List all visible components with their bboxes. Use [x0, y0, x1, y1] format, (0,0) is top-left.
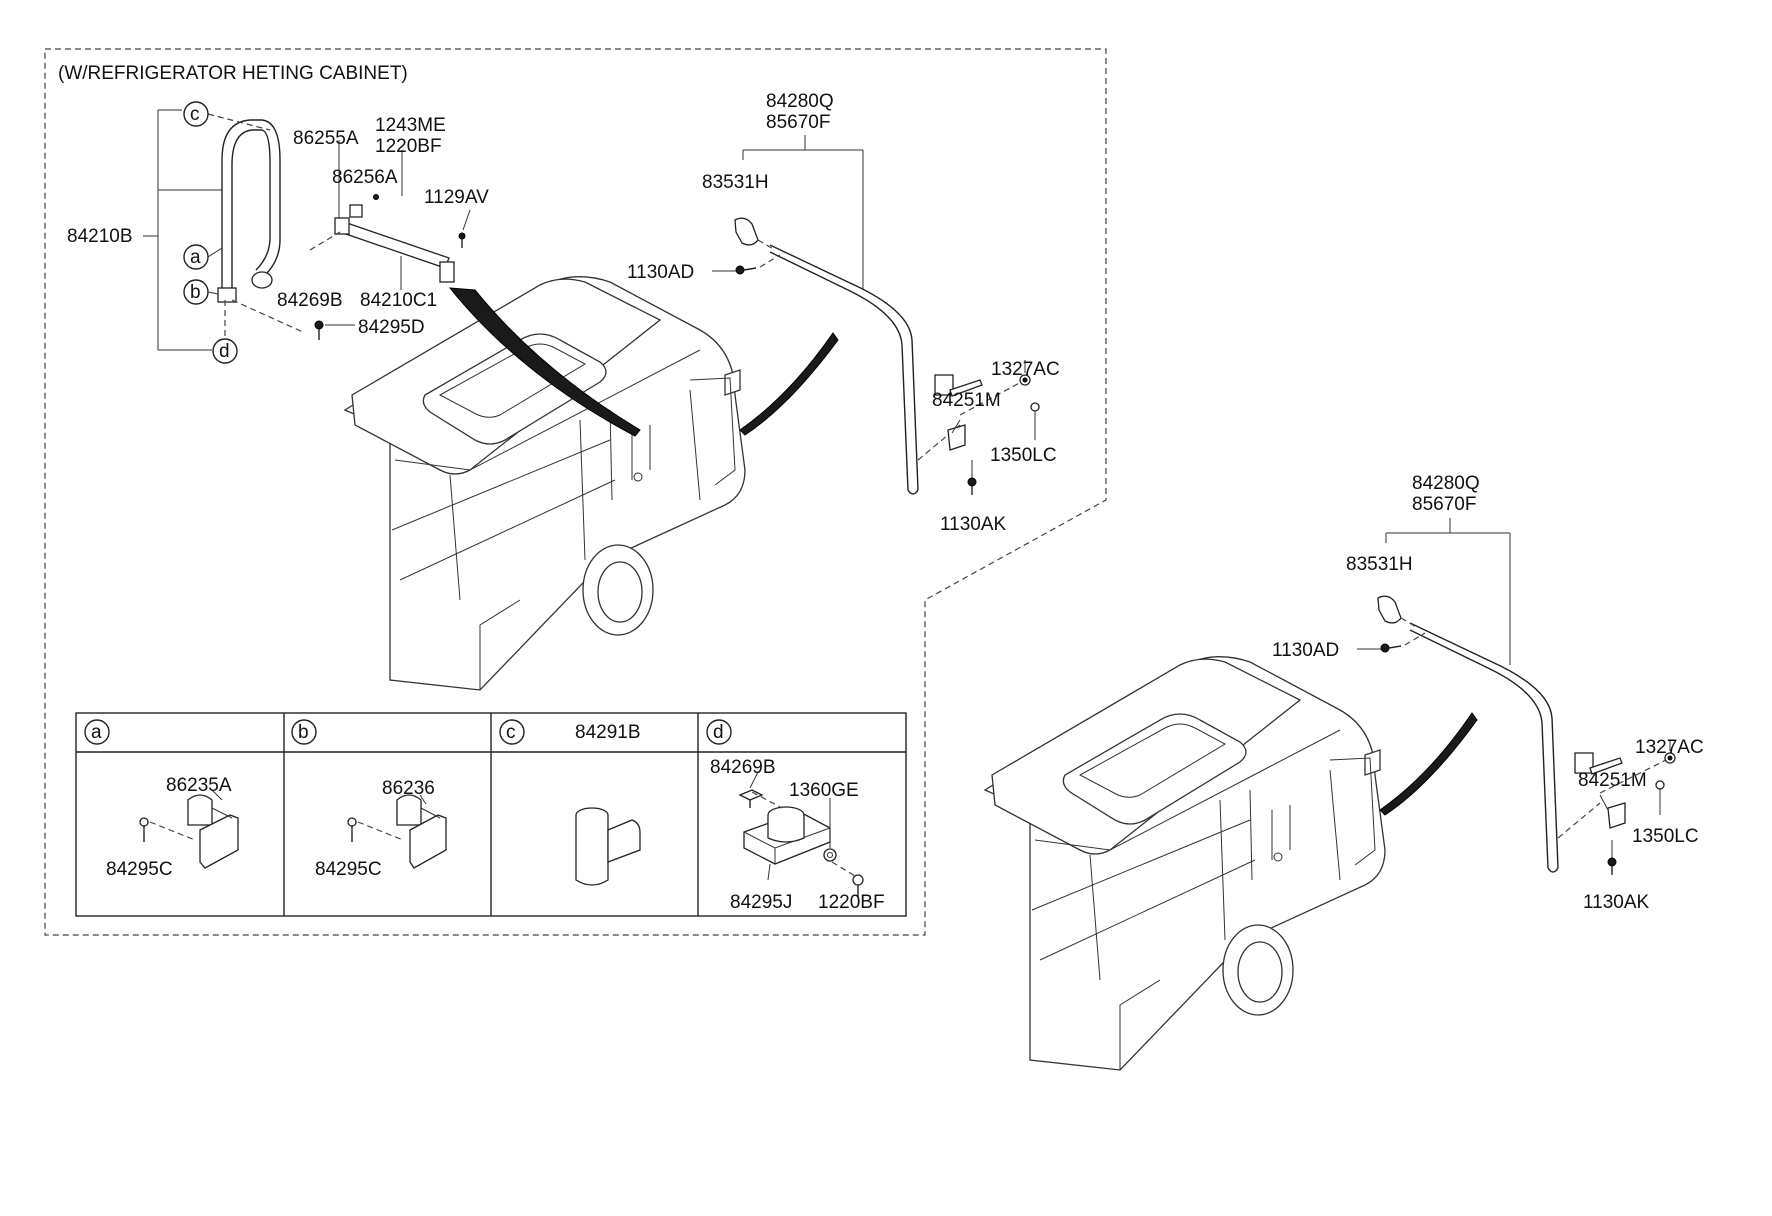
cross-bar — [309, 140, 471, 290]
svg-text:a: a — [190, 247, 201, 268]
option-boundary — [44, 48, 1107, 936]
bus-illustration-upper — [343, 276, 746, 691]
callout-c: c — [183, 101, 209, 127]
label-86256A: 86256A — [332, 167, 398, 188]
label-85670F-lower: 85670F — [1412, 494, 1476, 515]
label-84280Q-upper: 84280Q — [766, 91, 834, 112]
svg-text:b: b — [298, 722, 309, 743]
label-84269B: 84269B — [277, 290, 343, 311]
label-1350LC-upper: 1350LC — [990, 445, 1057, 466]
detail-b-screw: 84295C — [315, 859, 382, 880]
detail-d-bolt: 1220BF — [818, 892, 885, 913]
detail-b-part: 86236 — [382, 778, 435, 799]
svg-text:d: d — [219, 341, 230, 362]
label-84210B: 84210B — [67, 226, 133, 247]
label-1220BF: 1220BF — [375, 136, 442, 157]
detail-c-header: 84291B — [575, 722, 641, 743]
bus-illustration-lower — [983, 656, 1386, 1071]
detail-cell-d: d 84269B 1360GE 84295J 1220BF — [706, 719, 885, 913]
label-1130AD-lower: 1130AD — [1272, 640, 1339, 661]
detail-cell-b: b 86236 84295C — [291, 719, 447, 880]
callout-a: a — [183, 244, 223, 270]
label-1130AD-upper: 1130AD — [627, 262, 694, 283]
mirror-assembly-upper — [712, 135, 1040, 495]
option-title: (W/REFRIGERATOR HETING CABINET) — [58, 63, 408, 84]
label-84295D: 84295D — [358, 317, 425, 338]
pointer-arrow-rail — [448, 287, 641, 437]
label-84280Q-lower: 84280Q — [1412, 473, 1480, 494]
pointer-arrow-mirror-lower — [1379, 712, 1478, 816]
detail-table — [75, 712, 907, 917]
detail-cell-a: a 86235A 84295C — [84, 719, 239, 880]
svg-text:a: a — [91, 722, 102, 743]
label-84210C1: 84210C1 — [360, 290, 437, 311]
detail-a-screw: 84295C — [106, 859, 173, 880]
label-84251M-upper: 84251M — [932, 390, 1001, 411]
label-1350LC-lower: 1350LC — [1632, 826, 1699, 847]
detail-d-pin: 84269B — [710, 757, 776, 778]
svg-text:c: c — [506, 722, 516, 743]
label-1327AC-lower: 1327AC — [1635, 737, 1704, 758]
label-86255A: 86255A — [293, 128, 359, 149]
svg-text:b: b — [190, 282, 201, 303]
callout-d: d — [212, 338, 238, 364]
callout-b: b — [183, 279, 219, 305]
detail-d-washer: 1360GE — [789, 780, 859, 801]
label-1130AK-upper: 1130AK — [940, 514, 1007, 535]
label-1243ME: 1243ME — [375, 115, 446, 136]
label-83531H-lower: 83531H — [1346, 554, 1413, 575]
label-84251M-lower: 84251M — [1578, 770, 1647, 791]
detail-d-base: 84295J — [730, 892, 792, 913]
label-1129AV: 1129AV — [424, 187, 489, 208]
label-83531H-upper: 83531H — [702, 172, 769, 193]
mirror-assembly-lower — [1357, 518, 1676, 875]
label-1130AK-lower: 1130AK — [1583, 892, 1650, 913]
pointer-arrow-mirror — [739, 332, 839, 436]
svg-text:d: d — [713, 722, 724, 743]
detail-a-part: 86235A — [166, 775, 232, 796]
handle-rail-assembly — [157, 109, 355, 351]
label-85670F-upper: 85670F — [766, 112, 830, 133]
svg-text:c: c — [190, 104, 200, 125]
detail-cell-c: c 84291B — [499, 719, 641, 886]
label-1327AC-upper: 1327AC — [991, 359, 1060, 380]
